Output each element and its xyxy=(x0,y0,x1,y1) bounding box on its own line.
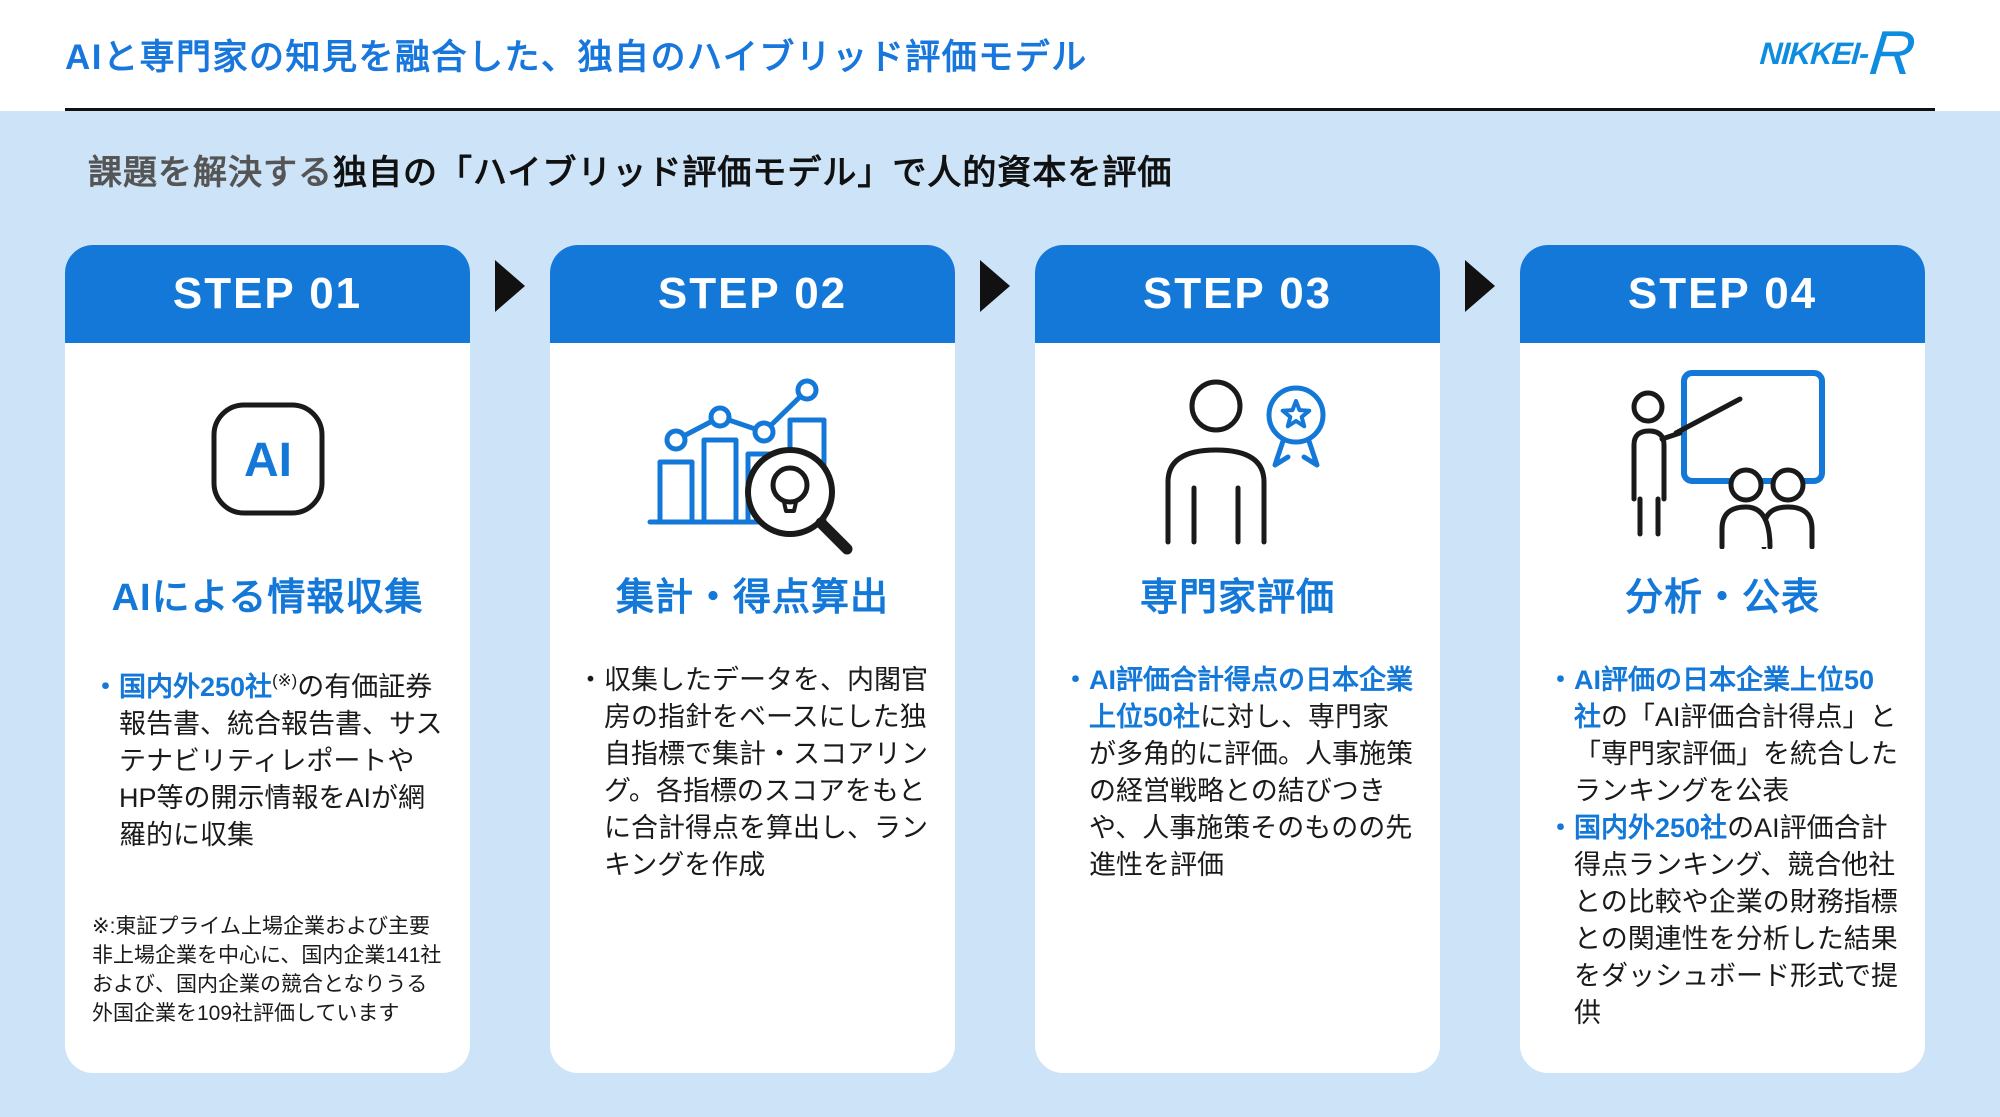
step-1-header: STEP 01 xyxy=(65,245,470,343)
footnote-marker: (※) xyxy=(272,671,298,690)
bullet-text: の「AI評価合計得点」と「専門家評価」を統合したランキングを公表 xyxy=(1574,702,1898,806)
step-3-body: ・AI評価合計得点の日本企業上位50社に対し、専門家が多角的に評価。人事施策の経… xyxy=(1035,621,1440,884)
bullet-item: ・国内外250社(※)の有価証券報告書、統合報告書、サステナビリティレポートやH… xyxy=(92,662,443,854)
step-4-body: ・AI評価の日本企業上位50社の「AI評価合計得点」と「専門家評価」を統合したラ… xyxy=(1520,621,1925,1032)
step-card-4: STEP 04 分析・公表 ・AI評価 xyxy=(1520,245,1925,1073)
bullet-highlight: ・国内外250社 xyxy=(92,672,273,702)
bullet-item: ・AI評価の日本企業上位50社の「AI評価合計得点」と「専門家評価」を統合したラ… xyxy=(1547,662,1898,810)
step-4-header: STEP 04 xyxy=(1520,245,1925,343)
page-title: AIと専門家の知見を融合した、独自のハイブリッド評価モデル xyxy=(65,37,1088,77)
bullet-highlight: ・国内外250社 xyxy=(1547,813,1728,843)
subtitle-emphasis: 独自の「ハイブリッド評価モデル」で人的資本を評価 xyxy=(333,154,1173,192)
bullet-item: ・収集したデータを、内閣官房の指針をベースにした独自指標で集計・スコアリング。各… xyxy=(577,662,928,884)
arrow-right-icon xyxy=(1465,260,1495,312)
step-2-icon-area xyxy=(550,343,955,575)
step-2-label: STEP 02 xyxy=(657,269,848,318)
nikkei-r-logo: NIKKEI-R xyxy=(1758,19,1919,88)
bullet-highlight: ・AI評価合計得点の日本企業上位50社 xyxy=(1062,665,1413,732)
expert-award-icon xyxy=(1165,379,1325,545)
header-divider xyxy=(65,108,1935,111)
step-2-heading: 集計・得点算出 xyxy=(615,577,889,619)
step-1-heading: AIによる情報収集 xyxy=(111,577,424,619)
bullet-text: の有価証券報告書、統合報告書、サステナビリティレポートやHP等の開示情報をAIが… xyxy=(119,672,443,850)
step-3-label: STEP 03 xyxy=(1142,269,1333,318)
presentation-icon xyxy=(1631,370,1825,549)
step-1-icon-area: AI xyxy=(65,343,470,575)
bullet-text: のAI評価合計得点ランキング、競合他社との比較や企業の財務指標との関連性を分析し… xyxy=(1574,813,1898,1028)
content-panel: 課題を解決する独自の「ハイブリッド評価モデル」で人的資本を評価 STEP 01 … xyxy=(0,111,2000,1117)
step-3-heading: 専門家評価 xyxy=(1139,577,1335,619)
bullet-text: ・収集したデータを、内閣官房の指針をベースにした独自指標で集計・スコアリング。各… xyxy=(577,665,928,880)
step-1-footnote: ※:東証プライム上場企業および主要非上場企業を中心に、国内企業141社および、国… xyxy=(92,915,442,1025)
svg-text:AI: AI xyxy=(244,434,292,487)
step-3-icon-area xyxy=(1035,343,1440,575)
arrow-right-icon xyxy=(980,260,1010,312)
bullet-item: ・AI評価合計得点の日本企業上位50社に対し、専門家が多角的に評価。人事施策の経… xyxy=(1062,662,1413,884)
step-2-body: ・収集したデータを、内閣官房の指針をベースにした独自指標で集計・スコアリング。各… xyxy=(550,621,955,884)
step-1-label: STEP 01 xyxy=(172,269,363,318)
step-4-icon-area xyxy=(1520,343,1925,575)
step-2-header: STEP 02 xyxy=(550,245,955,343)
step-4-label: STEP 04 xyxy=(1627,269,1818,318)
bullet-item: ・国内外250社のAI評価合計得点ランキング、競合他社との比較や企業の財務指標と… xyxy=(1547,810,1898,1032)
step-card-3: STEP 03 専門家評価 ・AI評価合計得点の日本企業上位50社に対し、専門家… xyxy=(1035,245,1440,1073)
step-card-1: STEP 01 AI AIによる情報収集 ・国内外250社(※)の有価証券報告書… xyxy=(65,245,470,1073)
bullet-text: に対し、専門家が多角的に評価。人事施策の経営戦略との結びつきや、人事施策そのもの… xyxy=(1089,702,1413,880)
step-3-header: STEP 03 xyxy=(1035,245,1440,343)
arrow-right-icon xyxy=(495,260,525,312)
step-card-2: STEP 02 xyxy=(550,245,955,1073)
ai-chip-icon: AI xyxy=(211,402,324,516)
logo-text: NIKKEI- xyxy=(1758,36,1870,71)
step-4-heading: 分析・公表 xyxy=(1624,577,1820,619)
chart-magnifier-icon xyxy=(647,378,852,554)
bullet-highlight: ・AI評価の日本企業上位50社 xyxy=(1547,665,1875,732)
step-1-body: ・国内外250社(※)の有価証券報告書、統合報告書、サステナビリティレポートやH… xyxy=(65,621,470,1028)
subtitle-lead: 課題を解決する xyxy=(88,154,333,192)
top-header: AIと専門家の知見を融合した、独自のハイブリッド評価モデル NIKKEI-R xyxy=(0,0,2000,112)
section-subtitle: 課題を解決する独自の「ハイブリッド評価モデル」で人的資本を評価 xyxy=(88,145,1172,194)
